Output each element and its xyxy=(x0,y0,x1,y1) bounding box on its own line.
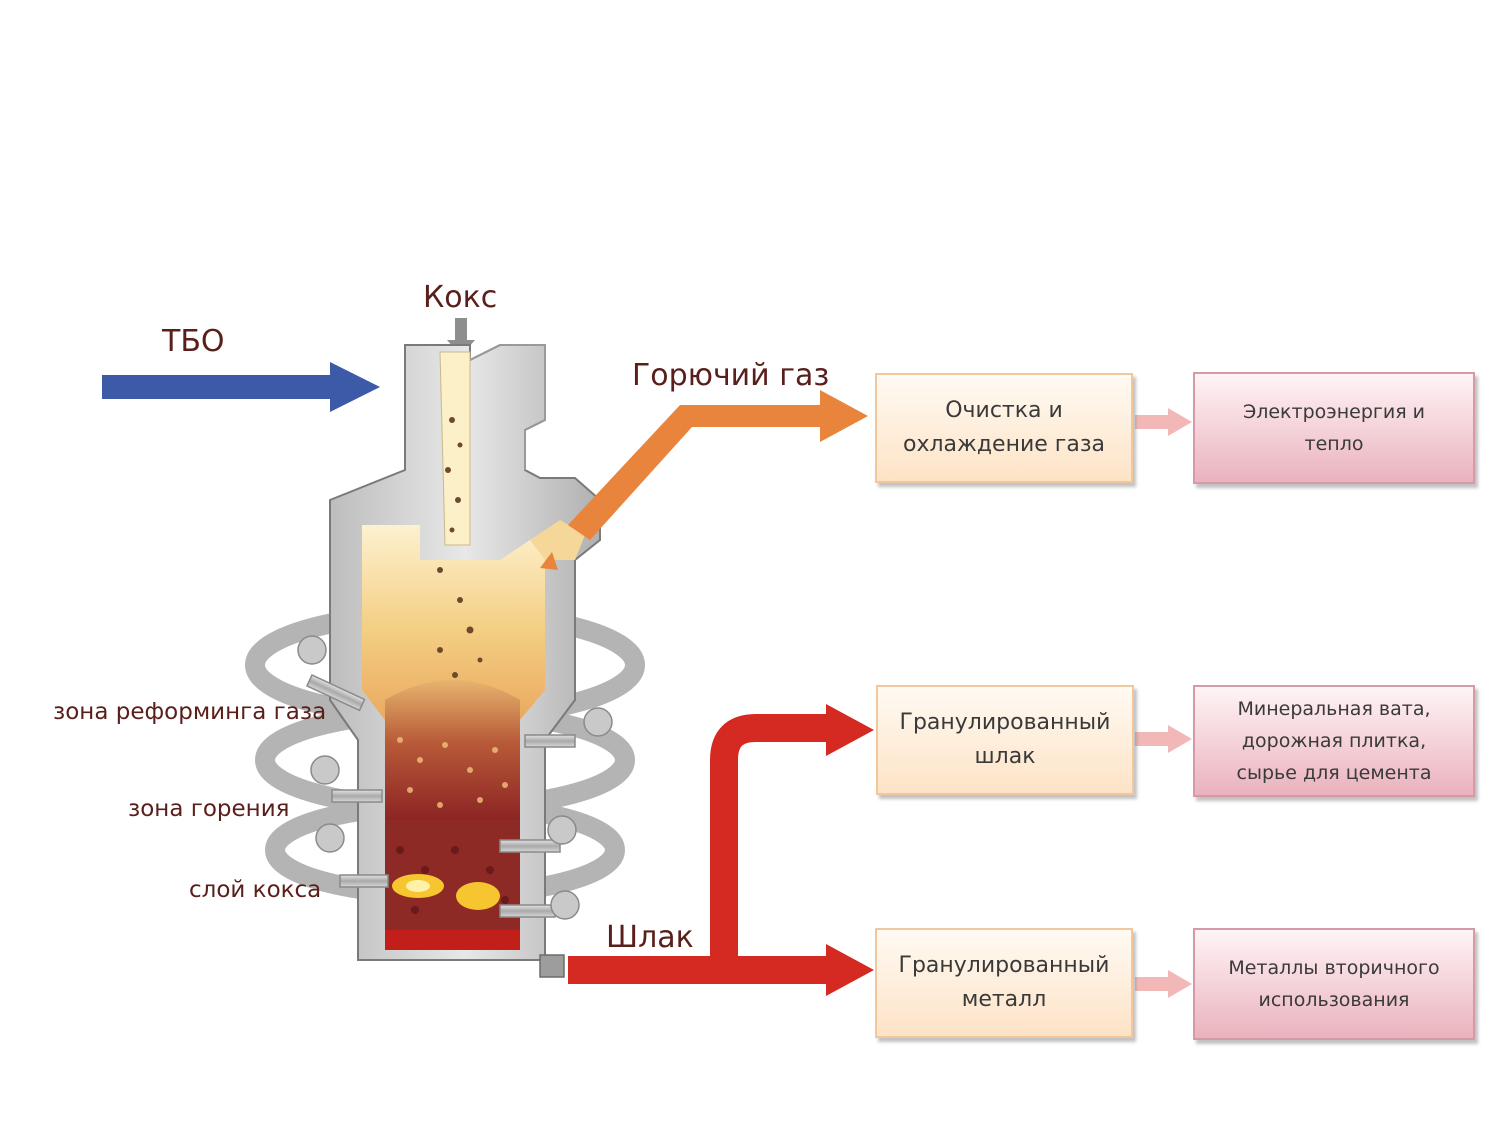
gas-cleaning-box: Очистка и охлаждение газа xyxy=(875,373,1133,483)
msw-arrow xyxy=(102,362,380,412)
slag-arrows xyxy=(568,704,874,996)
fuel-gas-label: Горючий газ xyxy=(632,358,830,393)
electricity-box: Электроэнергия и тепло xyxy=(1193,372,1475,484)
coke-label: Кокс xyxy=(423,280,498,315)
slag-label: Шлак xyxy=(606,920,694,955)
granulated-metal-text: Гранулированный металл xyxy=(898,952,1110,1012)
gas-cleaning-text: Очистка и охлаждение газа xyxy=(902,397,1106,457)
electricity-text: Электроэнергия и тепло xyxy=(1242,400,1426,455)
granulated-slag-text: Гранулированный шлак xyxy=(899,709,1111,769)
gasifier-body xyxy=(245,344,645,978)
slag-products-text: Минеральная вата, дорожная плитка, сырье… xyxy=(1236,697,1432,785)
combustion-zone-label: зона горения xyxy=(128,796,290,822)
reforming-zone-label: зона реформинга газа xyxy=(53,699,327,725)
coke-layer-label: слой кокса xyxy=(189,877,322,903)
fuel-gas-arrow xyxy=(568,390,868,540)
link-arrows xyxy=(1135,408,1192,998)
granulated-metal-box: Гранулированный металл xyxy=(875,928,1133,1038)
granulated-slag-box: Гранулированный шлак xyxy=(876,685,1134,795)
metal-products-box: Металлы вторичного использования xyxy=(1193,928,1475,1040)
metal-products-text: Металлы вторичного использования xyxy=(1228,956,1440,1011)
slag-products-box: Минеральная вата, дорожная плитка, сырье… xyxy=(1193,685,1475,797)
msw-label: ТБО xyxy=(162,324,225,359)
